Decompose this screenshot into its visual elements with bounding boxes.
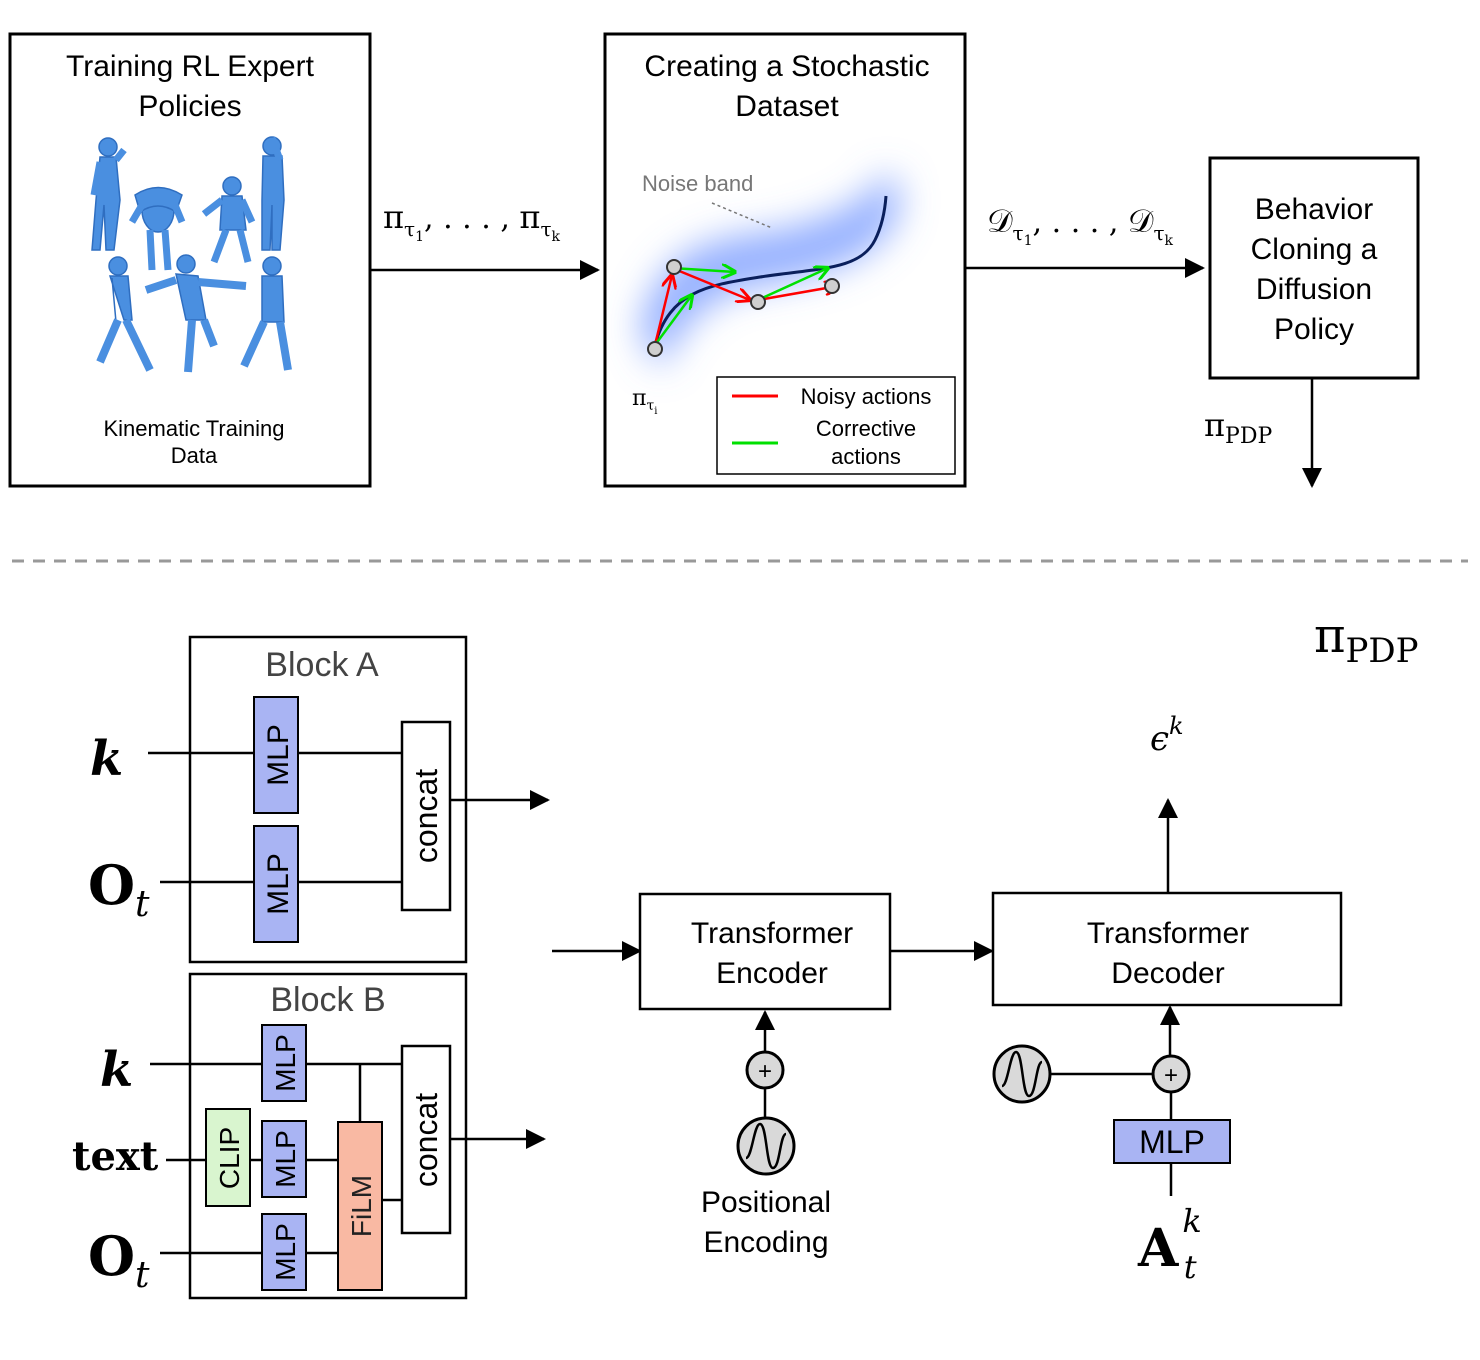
block-a-mlp-k-label: MLP [262, 724, 295, 786]
corrective-action-arrow [757, 268, 828, 302]
encoder-line-2: Encoder [716, 957, 828, 990]
state-node [647, 341, 663, 357]
bc-line-3: Diffusion [1256, 273, 1372, 306]
pdp-title: πPDP [1314, 608, 1419, 671]
state-node [666, 259, 682, 275]
noise-band [640, 170, 901, 370]
kinematic-caption-2: Data [171, 443, 218, 468]
legend-box [716, 376, 956, 475]
block-b-title: Block B [270, 981, 385, 1019]
policy-tau-i-label: πτi [632, 386, 657, 417]
bc-line-4: Policy [1274, 313, 1354, 346]
block-b-input-k: k [100, 1042, 133, 1098]
decoder-mlp-label: MLP [1139, 1124, 1205, 1160]
state-node [750, 294, 766, 310]
block-b-clip [205, 1108, 251, 1207]
humanoid-figure [128, 186, 186, 271]
block-b-mlp-text-label: MLP [270, 1130, 301, 1188]
epsilon-output: ϵk [1150, 712, 1184, 759]
positional-line-1: Positional [701, 1186, 831, 1219]
block-b-mlp-text [261, 1120, 307, 1198]
block-b-input-o: Ot [88, 1224, 150, 1296]
noise-band-pointer [711, 202, 773, 229]
bc-line-2: Cloning a [1251, 233, 1378, 266]
block-b-mlp-o [261, 1213, 307, 1291]
transformer-encoder [638, 892, 892, 1011]
corrective-action-arrow [653, 295, 692, 346]
humanoid-figure [201, 176, 256, 264]
legend-noisy-label: Noisy actions [801, 384, 932, 409]
block-a-mlp-o [253, 825, 299, 943]
humanoid-figure [144, 254, 247, 373]
transformer-decoder [991, 891, 1343, 1007]
block-a-mlp-o-label: MLP [262, 853, 295, 915]
block-a-concat-label: concat [408, 769, 444, 863]
stochastic-title-2: Dataset [735, 90, 839, 123]
humanoid-figure [240, 256, 292, 371]
block-a-input-k: k [90, 731, 123, 787]
sine-wave-glyph [1001, 1050, 1043, 1098]
noisy-action-arrow [671, 266, 750, 300]
block-a-title: Block A [265, 646, 379, 684]
block-b-mlp-o-label: MLP [270, 1223, 301, 1281]
noise-band-label: Noise band [642, 171, 753, 196]
sine-wave-glyph [745, 1122, 787, 1170]
block-b-clip-label: CLIP [214, 1127, 245, 1189]
block-a-concat [400, 720, 452, 912]
bc-line-1: Behavior [1255, 193, 1373, 226]
behavior-cloning-box [1208, 156, 1420, 380]
dataset-label: 𝒟τ1, . . . , 𝒟τk [987, 202, 1174, 249]
block-a-mlp-k [253, 696, 299, 814]
block-b-concat [400, 1044, 452, 1235]
humanoid-figure [96, 256, 154, 372]
decoder-plus-icon: + [1164, 1062, 1178, 1089]
corrective-action-arrow [671, 268, 735, 272]
noisy-action-arrow [653, 275, 672, 346]
kinematic-caption-1: Kinematic Training [104, 416, 285, 441]
humanoid-figure [261, 136, 285, 251]
legend-corrective-label-1: Corrective [816, 416, 916, 441]
block-b-film-label: FiLM [346, 1175, 377, 1237]
humanoid-figure [90, 137, 127, 251]
rl-expert-title-2: Policies [138, 90, 241, 123]
decoder-line-1: Transformer [1087, 917, 1249, 950]
block-b-input-text: text [72, 1133, 159, 1180]
block-b-mlp-k-label: MLP [270, 1034, 301, 1092]
encoder-plus-icon: + [758, 1058, 772, 1085]
encoder-line-1: Transformer [691, 917, 853, 950]
kinematic-figures [90, 136, 292, 373]
state-node [824, 278, 840, 294]
decoder-line-2: Decoder [1111, 957, 1224, 990]
output-policy-label: πPDP [1204, 406, 1272, 449]
expert-policies-label: πτ1, . . . , πτk [383, 198, 561, 245]
positional-line-2: Encoding [703, 1226, 828, 1259]
legend-corrective-label-2: actions [831, 444, 901, 469]
block-b-film [337, 1121, 383, 1291]
block-a-input-o: Ot [88, 853, 150, 925]
rl-expert-title-1: Training RL Expert [66, 50, 315, 83]
block-b-concat-label: concat [408, 1093, 444, 1187]
stochastic-title-1: Creating a Stochastic [644, 50, 929, 83]
